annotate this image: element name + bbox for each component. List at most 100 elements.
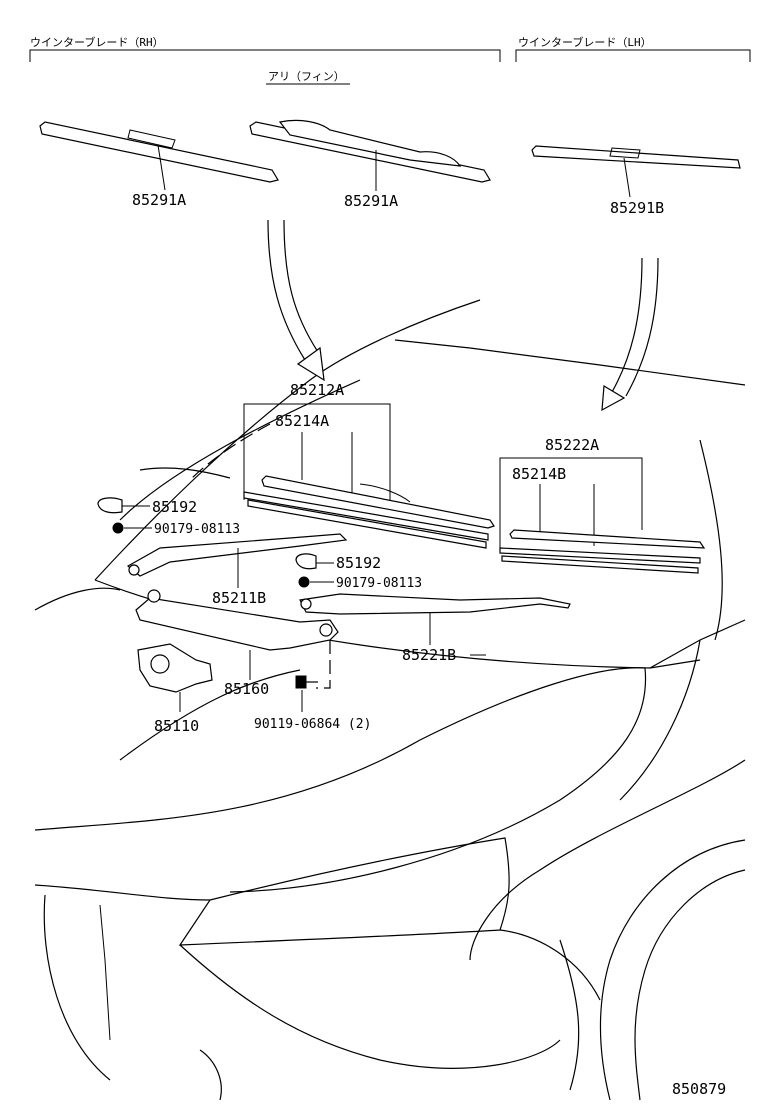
rubber-rh-2 (247, 499, 487, 549)
label-85212a: 85212A (290, 381, 344, 399)
label-85221b: 85221B (402, 646, 456, 664)
figure-id: 850879 (672, 1080, 726, 1098)
hood-side (229, 667, 647, 893)
rubber-lh-1 (499, 547, 701, 564)
bumper-top (34, 884, 211, 901)
label-85214b: 85214B (512, 465, 566, 483)
fender-line (619, 639, 701, 801)
cap-1: 85192 (97, 497, 197, 516)
a-pillar (699, 439, 723, 641)
fog-light (199, 1049, 222, 1101)
hood-top-edge (94, 299, 481, 581)
bolt-head (295, 675, 307, 689)
nut-2: 90179-08113 (298, 576, 422, 591)
arrow-rh-inner (283, 219, 319, 353)
blade-assy-lh: 85222A 85214B (499, 436, 706, 574)
rubber-lh-2 (501, 555, 699, 574)
label-85291b: 85291B (610, 199, 664, 217)
hood-left-edge (34, 587, 121, 611)
fender-arch-top (469, 759, 746, 961)
label-85291a-2: 85291A (344, 192, 398, 210)
hood-crease-2 (119, 669, 301, 761)
arm-rh-pivot (128, 564, 140, 576)
arrow-lh-outer (611, 257, 643, 393)
cap-1-shape (97, 497, 123, 514)
bracket-85222a (499, 457, 643, 548)
label-85160: 85160 (224, 680, 269, 698)
link-pivot-right (319, 623, 333, 637)
nut-1-shape (112, 522, 124, 534)
motor-cap (150, 654, 170, 674)
nut-2-shape (298, 576, 310, 588)
blade-assy-rh-body (261, 475, 495, 529)
blade-rh-2: 85291A (249, 119, 491, 210)
blade-assy-lh-body (509, 529, 706, 549)
rubber-rh-1 (243, 491, 489, 541)
header-lh-bracket (515, 49, 751, 62)
arrow-lh-head (601, 384, 626, 412)
arrow-rh (267, 219, 325, 382)
blade-lh-body (531, 145, 741, 169)
label-85214a: 85214A (275, 412, 329, 430)
label-85192-1: 85192 (152, 498, 197, 516)
arrow-lh-inner (625, 257, 659, 397)
link-assembly: 85160 (135, 589, 339, 698)
arrow-lh (601, 257, 659, 412)
motor: 85110 (137, 643, 213, 735)
header-rh-label: ウインターブレード（RH） (30, 35, 164, 49)
arm-rh: 85211B (126, 533, 348, 607)
with-fin-label: アリ（フィン） (268, 70, 345, 83)
label-85211b: 85211B (212, 589, 266, 607)
bumper-side (559, 939, 580, 1091)
label-85222a: 85222A (545, 436, 599, 454)
header-rh: ウインターブレード（RH） (29, 35, 501, 62)
hood-crease (34, 667, 646, 831)
bumper-detail (99, 904, 111, 1041)
cowl-line (119, 379, 361, 521)
blade-lh-bracket (609, 147, 641, 159)
link-pivot-left (147, 589, 161, 603)
header-rh-bracket (29, 49, 501, 62)
label-90119: 90119-06864 (2) (254, 717, 371, 732)
cap-2-shape (295, 553, 317, 570)
arrow-rh-head (296, 346, 325, 382)
blade-assy-rh: 85212A 85214A (243, 381, 495, 549)
blade-assy-rh-clip (359, 483, 411, 503)
arm-lh: 85221B (299, 593, 571, 664)
nut-1: 90179-08113 (112, 522, 240, 537)
link-body (135, 597, 339, 651)
blade-rh-2-fin (278, 119, 462, 167)
label-85192-2: 85192 (336, 554, 381, 572)
bolt: 90119-06864 (2) (254, 675, 371, 732)
label-90179-1: 90179-08113 (154, 522, 240, 537)
leader-85214a (301, 432, 353, 500)
cowl-inner (139, 467, 231, 479)
header-lh: ウインターブレード（LH） (515, 35, 751, 62)
cap-2: 85192 (295, 553, 381, 572)
blade-rh-1-bracket (127, 129, 176, 149)
label-90179-2: 90179-08113 (336, 576, 422, 591)
arrow-rh-outer (267, 219, 306, 361)
dashed-guide-rh (189, 423, 271, 481)
label-85110: 85110 (154, 717, 199, 735)
header-lh-label: ウインターブレード（LH） (518, 35, 652, 49)
wheel-arch-inner (634, 869, 746, 1101)
label-85291a-1: 85291A (132, 191, 186, 209)
bracket-85212a (243, 403, 391, 500)
headlight (178, 837, 510, 946)
header-with-fin: アリ（フィン） (266, 70, 350, 85)
bumper-left (43, 894, 111, 1081)
leader-85291a-1 (157, 144, 166, 191)
motor-body (137, 643, 213, 693)
bumper-lower (179, 944, 561, 1069)
bumper-corner (499, 929, 601, 1001)
dashed-bolt-guide (316, 640, 331, 689)
leader-85291b (623, 157, 631, 198)
wheel-arch-outer (599, 839, 746, 1101)
arm-rh-shape (126, 533, 348, 577)
blade-lh: 85291B (531, 145, 741, 217)
arm-lh-shape (299, 593, 571, 615)
arm-lh-pivot (300, 598, 312, 610)
